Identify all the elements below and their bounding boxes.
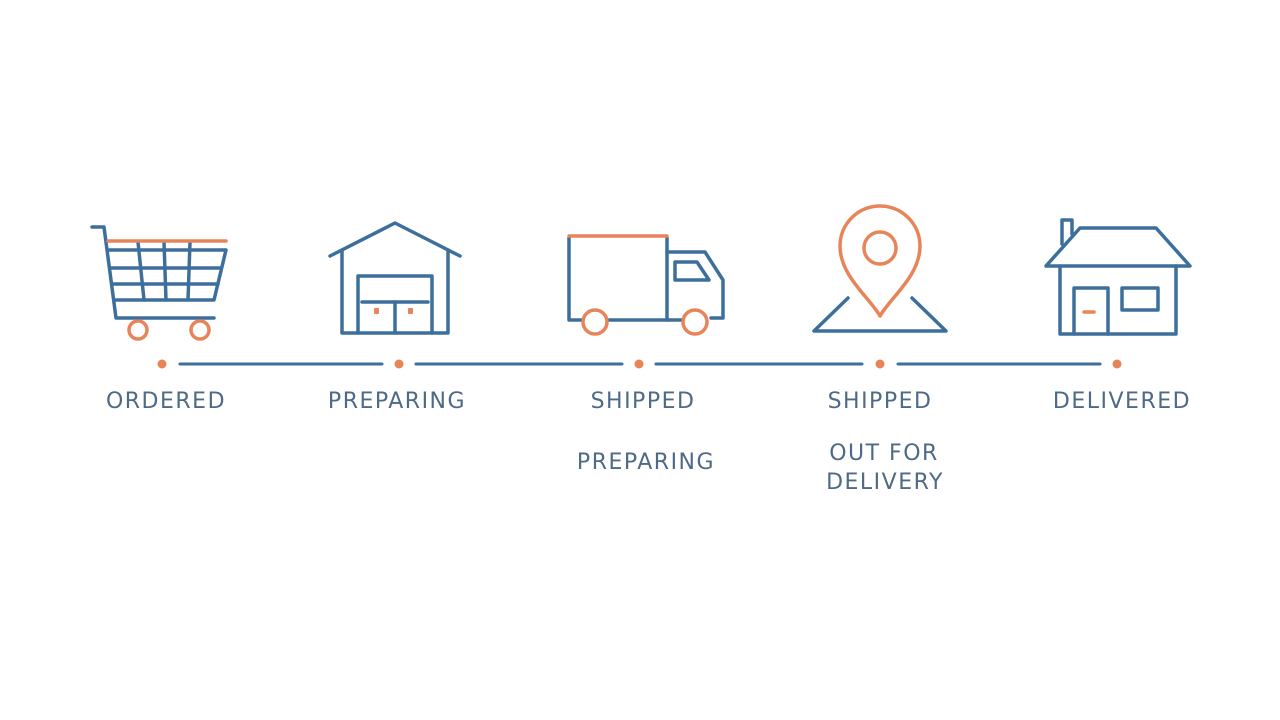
timeline-dot-shipped <box>634 359 644 369</box>
timeline-dot-delivered <box>1112 359 1122 369</box>
step-sublabel-preparing: PREPARING <box>576 450 716 475</box>
timeline-dot-preparing <box>394 359 404 369</box>
step-label-shipped: SHIPPED <box>590 389 696 414</box>
step-label-delivered: DELIVERED <box>1052 389 1192 414</box>
step-sublabel-delivery: DELIVERY <box>826 470 944 495</box>
timeline-dot-ordered <box>157 359 167 369</box>
shopping-cart-icon <box>90 225 228 341</box>
map-pin-icon <box>812 204 948 333</box>
warehouse-icon <box>328 221 462 335</box>
step-sublabel-out-for: OUT FOR <box>829 441 939 466</box>
timeline-dot-out-for-delivery <box>875 359 885 369</box>
step-label-preparing: PREPARING <box>327 389 467 414</box>
delivery-truck-icon <box>567 234 725 336</box>
house-icon <box>1044 218 1192 336</box>
step-label-shipped-2: SHIPPED <box>827 389 933 414</box>
step-label-ordered: ORDERED <box>105 389 227 414</box>
